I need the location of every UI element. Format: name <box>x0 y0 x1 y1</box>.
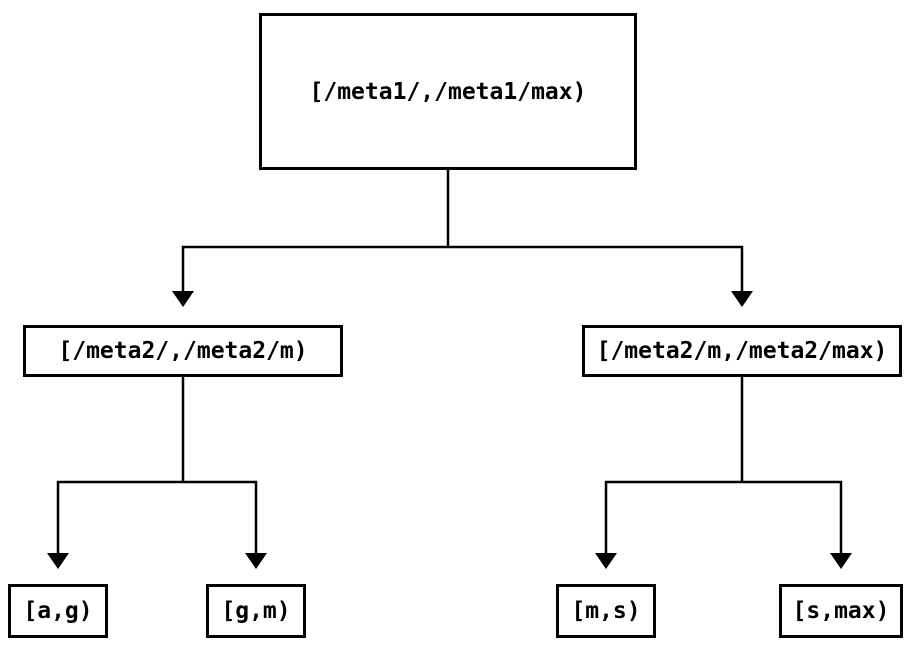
tree-node-label: [/meta1/,/meta1/max) <box>309 78 587 105</box>
connector-line <box>56 480 258 553</box>
arrow-down-icon <box>595 553 617 569</box>
tree-node-leaf-ag: [a,g) <box>8 584 108 638</box>
tree-node-label: [g,m) <box>221 598 291 624</box>
tree-node-meta2-left: [/meta2/,/meta2/m) <box>23 325 343 377</box>
tree-node-label: [s,max) <box>792 598 890 624</box>
tree-node-label: [m,s) <box>571 598 641 624</box>
tree-node-label: [a,g) <box>23 598 93 624</box>
arrow-down-icon <box>47 553 69 569</box>
tree-node-label: [/meta2/,/meta2/m) <box>58 338 308 364</box>
arrow-down-icon <box>731 291 753 307</box>
tree-node-label: [/meta2/m,/meta2/max) <box>596 338 888 364</box>
tree-node-leaf-smax: [s,max) <box>779 584 903 638</box>
connector-line <box>604 480 843 553</box>
arrow-down-icon <box>172 291 194 307</box>
arrow-down-icon <box>830 553 852 569</box>
arrow-down-icon <box>245 553 267 569</box>
connector-line <box>181 245 744 291</box>
tree-node-meta2-right: [/meta2/m,/meta2/max) <box>582 325 902 377</box>
tree-node-leaf-ms: [m,s) <box>556 584 656 638</box>
tree-node-leaf-gm: [g,m) <box>206 584 306 638</box>
tree-node-root: [/meta1/,/meta1/max) <box>259 13 637 170</box>
